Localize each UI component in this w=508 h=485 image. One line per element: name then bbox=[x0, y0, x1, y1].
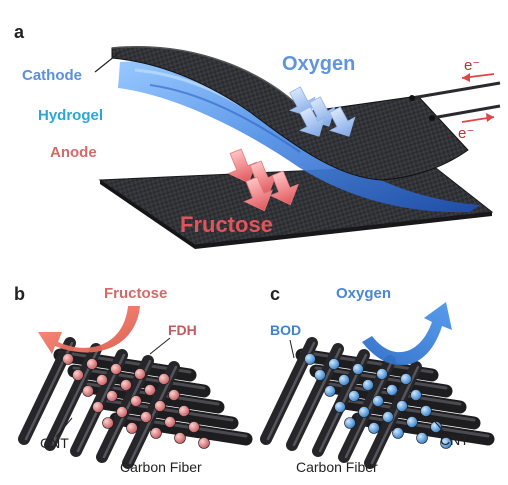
fdh-enzyme-bead bbox=[62, 353, 74, 365]
bod-enzyme-bead bbox=[314, 369, 326, 381]
oxygen-arrows bbox=[289, 86, 356, 137]
fdh-label: FDH bbox=[168, 322, 197, 338]
cnt-leader-c bbox=[429, 415, 445, 433]
bod-enzyme-bead bbox=[382, 411, 394, 423]
bod-enzyme-bead bbox=[304, 353, 316, 365]
carbon-fiber bbox=[351, 412, 495, 446]
fdh-leader bbox=[149, 337, 171, 355]
panel-c-letter: c bbox=[270, 284, 280, 304]
fdh-enzyme-bead bbox=[116, 406, 128, 418]
fructose-arrows bbox=[227, 148, 299, 212]
wire-bottom bbox=[431, 104, 501, 120]
panel-a: a e⁻ e⁻ Oxygen bbox=[14, 22, 501, 249]
bod-enzyme-bead bbox=[358, 406, 370, 418]
fdh-enzyme-bead bbox=[110, 363, 122, 375]
carbon-fiber-label-b: Carbon Fiber bbox=[120, 459, 202, 475]
fdh-enzyme-bead bbox=[164, 416, 176, 428]
fdh-enzyme-bead bbox=[72, 369, 84, 381]
bod-enzyme-bead bbox=[396, 400, 408, 412]
bod-enzyme-bead bbox=[386, 384, 398, 396]
fdh-enzyme-bead bbox=[150, 427, 162, 439]
fructose-label: Fructose bbox=[180, 212, 273, 237]
cnt-leader-b bbox=[55, 417, 73, 438]
carbon-fiber-mesh-b bbox=[18, 337, 253, 469]
oxygen-label-c: Oxygen bbox=[336, 285, 391, 302]
fdh-enzyme-bead bbox=[134, 368, 146, 380]
fdh-enzyme-bead bbox=[140, 411, 152, 423]
fdh-enzyme-bead bbox=[188, 421, 200, 433]
carbon-fiber bbox=[109, 412, 253, 446]
wire-top bbox=[411, 81, 501, 100]
panel-b-letter: b bbox=[14, 284, 25, 304]
bod-enzyme-bead bbox=[344, 417, 356, 429]
bod-enzyme-bead bbox=[440, 437, 452, 449]
cnt-label-c: CNT bbox=[440, 432, 469, 448]
fdh-enzyme-bead bbox=[168, 389, 180, 401]
fdh-enzyme-bead bbox=[102, 417, 114, 429]
fdh-enzyme-bead bbox=[174, 432, 186, 444]
carbon-fiber-label-c: Carbon Fiber bbox=[296, 459, 378, 475]
fdh-enzyme-bead bbox=[144, 384, 156, 396]
bod-enzyme-bead bbox=[352, 363, 364, 375]
oxygen-label: Oxygen bbox=[282, 53, 355, 75]
bod-enzyme-bead bbox=[362, 379, 374, 391]
fructose-curve-arrow bbox=[38, 306, 140, 354]
bod-enzyme-bead bbox=[420, 405, 432, 417]
bod-enzyme-bead bbox=[410, 389, 422, 401]
panel-c: c Oxygen BOD CNT Carbon Fiber bbox=[260, 284, 495, 475]
bod-enzyme-bead bbox=[368, 422, 380, 434]
bod-enzyme-bead bbox=[430, 421, 442, 433]
carbon-fiber-mesh-c bbox=[260, 337, 495, 469]
anode-label: Anode bbox=[50, 144, 97, 161]
bod-enzyme-bead bbox=[334, 401, 346, 413]
bod-leader bbox=[289, 339, 295, 359]
fdh-enzyme-bead bbox=[154, 400, 166, 412]
fdh-enzyme-bead bbox=[158, 373, 170, 385]
bod-enzyme-bead bbox=[338, 374, 350, 386]
bod-enzyme-bead bbox=[348, 390, 360, 402]
fdh-enzyme-bead bbox=[92, 401, 104, 413]
fdh-enzyme-bead bbox=[198, 437, 210, 449]
bod-enzyme-bead bbox=[328, 358, 340, 370]
cnt-label-b: CNT bbox=[40, 435, 69, 451]
fdh-enzyme-bead bbox=[120, 379, 132, 391]
hydrogel-label: Hydrogel bbox=[38, 107, 103, 124]
fdh-enzyme-bead bbox=[82, 385, 94, 397]
bod-label: BOD bbox=[270, 322, 301, 338]
fdh-enzyme-bead bbox=[86, 358, 98, 370]
fdh-enzyme-bead bbox=[96, 374, 108, 386]
bod-enzyme-bead bbox=[400, 373, 412, 385]
panel-a-letter: a bbox=[14, 22, 25, 42]
fdh-enzyme-bead bbox=[178, 405, 190, 417]
bod-enzyme-bead bbox=[416, 432, 428, 444]
bod-enzyme-bead bbox=[406, 416, 418, 428]
bod-enzyme-bead bbox=[324, 385, 336, 397]
panel-b: b Fructose FDH CNT Carbon Fiber bbox=[14, 284, 253, 475]
fdh-enzyme-bead bbox=[126, 422, 138, 434]
fdh-enzyme-bead bbox=[130, 395, 142, 407]
electron-label-bottom: e⁻ bbox=[458, 125, 474, 142]
electron-label-top: e⁻ bbox=[464, 57, 480, 74]
cathode-leader bbox=[94, 51, 121, 73]
bod-enzyme-bead bbox=[372, 395, 384, 407]
bod-enzyme-bead bbox=[392, 427, 404, 439]
fructose-label-b: Fructose bbox=[104, 285, 167, 302]
fdh-enzyme-bead bbox=[106, 390, 118, 402]
oxygen-curve-arrow bbox=[362, 302, 452, 366]
cathode-label: Cathode bbox=[22, 67, 82, 84]
bod-enzyme-bead bbox=[376, 368, 388, 380]
